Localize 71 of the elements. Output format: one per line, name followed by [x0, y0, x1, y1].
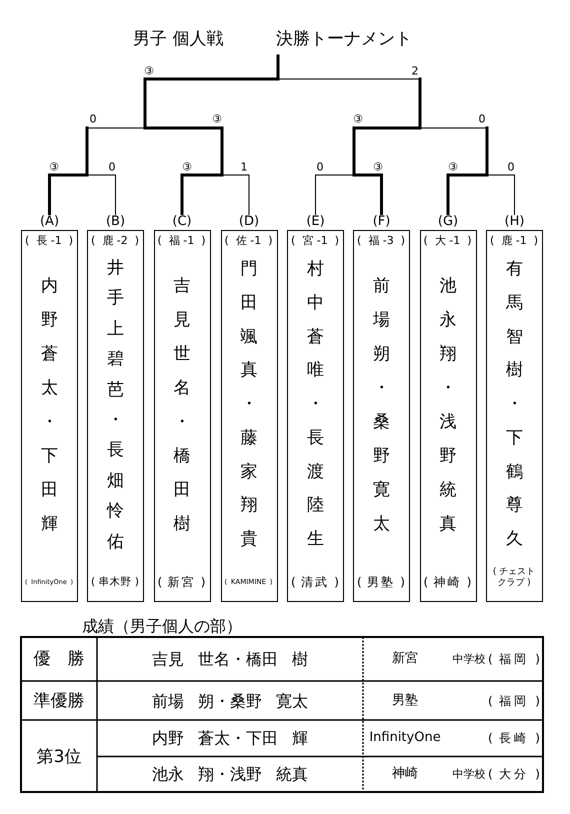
- team-name: ( 新宮 ): [158, 575, 206, 589]
- pair-names: 前場 朔・桑野 寛太: [152, 690, 308, 710]
- team-name: ( 清武 ): [291, 575, 339, 589]
- score-label: ③: [181, 160, 193, 174]
- score-label: 0: [506, 160, 516, 174]
- seed-label: ( 福-1 ): [158, 234, 206, 248]
- bracket-line: [180, 174, 222, 215]
- bracket-line: [48, 174, 87, 215]
- seed-label: ( 佐-1 ): [224, 234, 272, 248]
- seed-label: ( 鹿-1 ): [490, 234, 538, 248]
- prefecture-label: ( 大分 ): [488, 766, 540, 782]
- seed-label: ( 福-3 ): [357, 234, 405, 248]
- player-names: 吉見世名・橋田樹: [173, 275, 191, 536]
- pair-names: 内野 蒼太・下田 輝: [152, 728, 308, 748]
- player-names: 井手上碧芭・長畑怜佑: [106, 257, 124, 554]
- bracket-letter: (H): [504, 215, 524, 229]
- player-names: 門田颯真・藤家翔貴: [240, 258, 258, 552]
- seed-label: ( 宮-1 ): [291, 234, 339, 248]
- bracket-line: [486, 174, 515, 216]
- rank-label: 第3位: [36, 746, 82, 767]
- score-label: 0: [316, 160, 324, 174]
- bracket-letter: (C): [172, 215, 192, 229]
- score-label: 0: [90, 112, 96, 126]
- player-names: 有馬智樹・下鶴尊久: [506, 258, 524, 552]
- tournament-title: 決勝トーナメント: [276, 28, 412, 50]
- prefecture-label: ( 福岡 ): [488, 693, 540, 708]
- score-label: ③: [447, 160, 459, 174]
- bracket-letter: (B): [106, 215, 126, 229]
- bracket-line: [86, 174, 116, 216]
- bracket-letter: (F): [372, 215, 390, 229]
- bracket-line: [446, 174, 487, 215]
- team-name: ( チェストクラブ ): [492, 566, 536, 589]
- team-name: ( 串木野 ): [91, 575, 139, 589]
- bracket-letter: (E): [306, 215, 325, 229]
- seed-label: ( 大-1 ): [424, 234, 472, 248]
- school-name: 男塾: [392, 692, 418, 708]
- school-type: 中学校: [452, 767, 486, 781]
- bracket-line: [354, 174, 383, 215]
- page-title: 男子 個人戦: [133, 28, 224, 50]
- school-name: 神崎: [392, 766, 418, 782]
- score-label: 0: [478, 112, 486, 126]
- pair-names: 池永 翔・浅野 統真: [152, 764, 308, 784]
- player-names: 村中蒼唯・長渡陸生: [306, 258, 324, 552]
- rank-label: 準優勝: [34, 690, 84, 711]
- seed-label: ( 長-1 ): [25, 234, 73, 248]
- rank-label: 優 勝: [34, 648, 84, 670]
- score-label: 0: [108, 160, 116, 174]
- player-names: 前場朔・桑野寛太: [372, 275, 390, 536]
- team-name: ( 神崎 ): [424, 575, 472, 589]
- bracket-letter: (G): [438, 215, 458, 229]
- prefecture-label: ( 福岡 ): [488, 652, 540, 666]
- school-name: InfinityOne: [369, 730, 441, 746]
- bracket-line: [222, 174, 250, 216]
- school-name: 新宮: [392, 651, 418, 667]
- score-label: ③: [212, 112, 222, 126]
- score-label: ③: [353, 112, 363, 126]
- score-label: ③: [372, 160, 384, 174]
- pair-names: 吉見 世名・橋田 樹: [152, 649, 308, 669]
- player-names: 内野蒼太・下田輝: [40, 275, 58, 536]
- seed-label: ( 鹿-2 ): [91, 234, 139, 248]
- bracket-letter: (D): [238, 215, 260, 229]
- score-label: ③: [144, 64, 154, 78]
- team-name: ( 男塾 ): [357, 575, 405, 589]
- score-label: ③: [48, 160, 60, 174]
- player-names: 池永翔・浅野統真: [439, 275, 457, 536]
- bracket-line: [315, 174, 354, 216]
- section-heading: 成績（男子個人の部）: [82, 616, 242, 636]
- bracket-letter: (A): [40, 215, 60, 229]
- school-type: 中学校: [452, 652, 486, 666]
- score-label: 2: [412, 64, 418, 78]
- prefecture-label: ( 長崎 ): [488, 730, 540, 746]
